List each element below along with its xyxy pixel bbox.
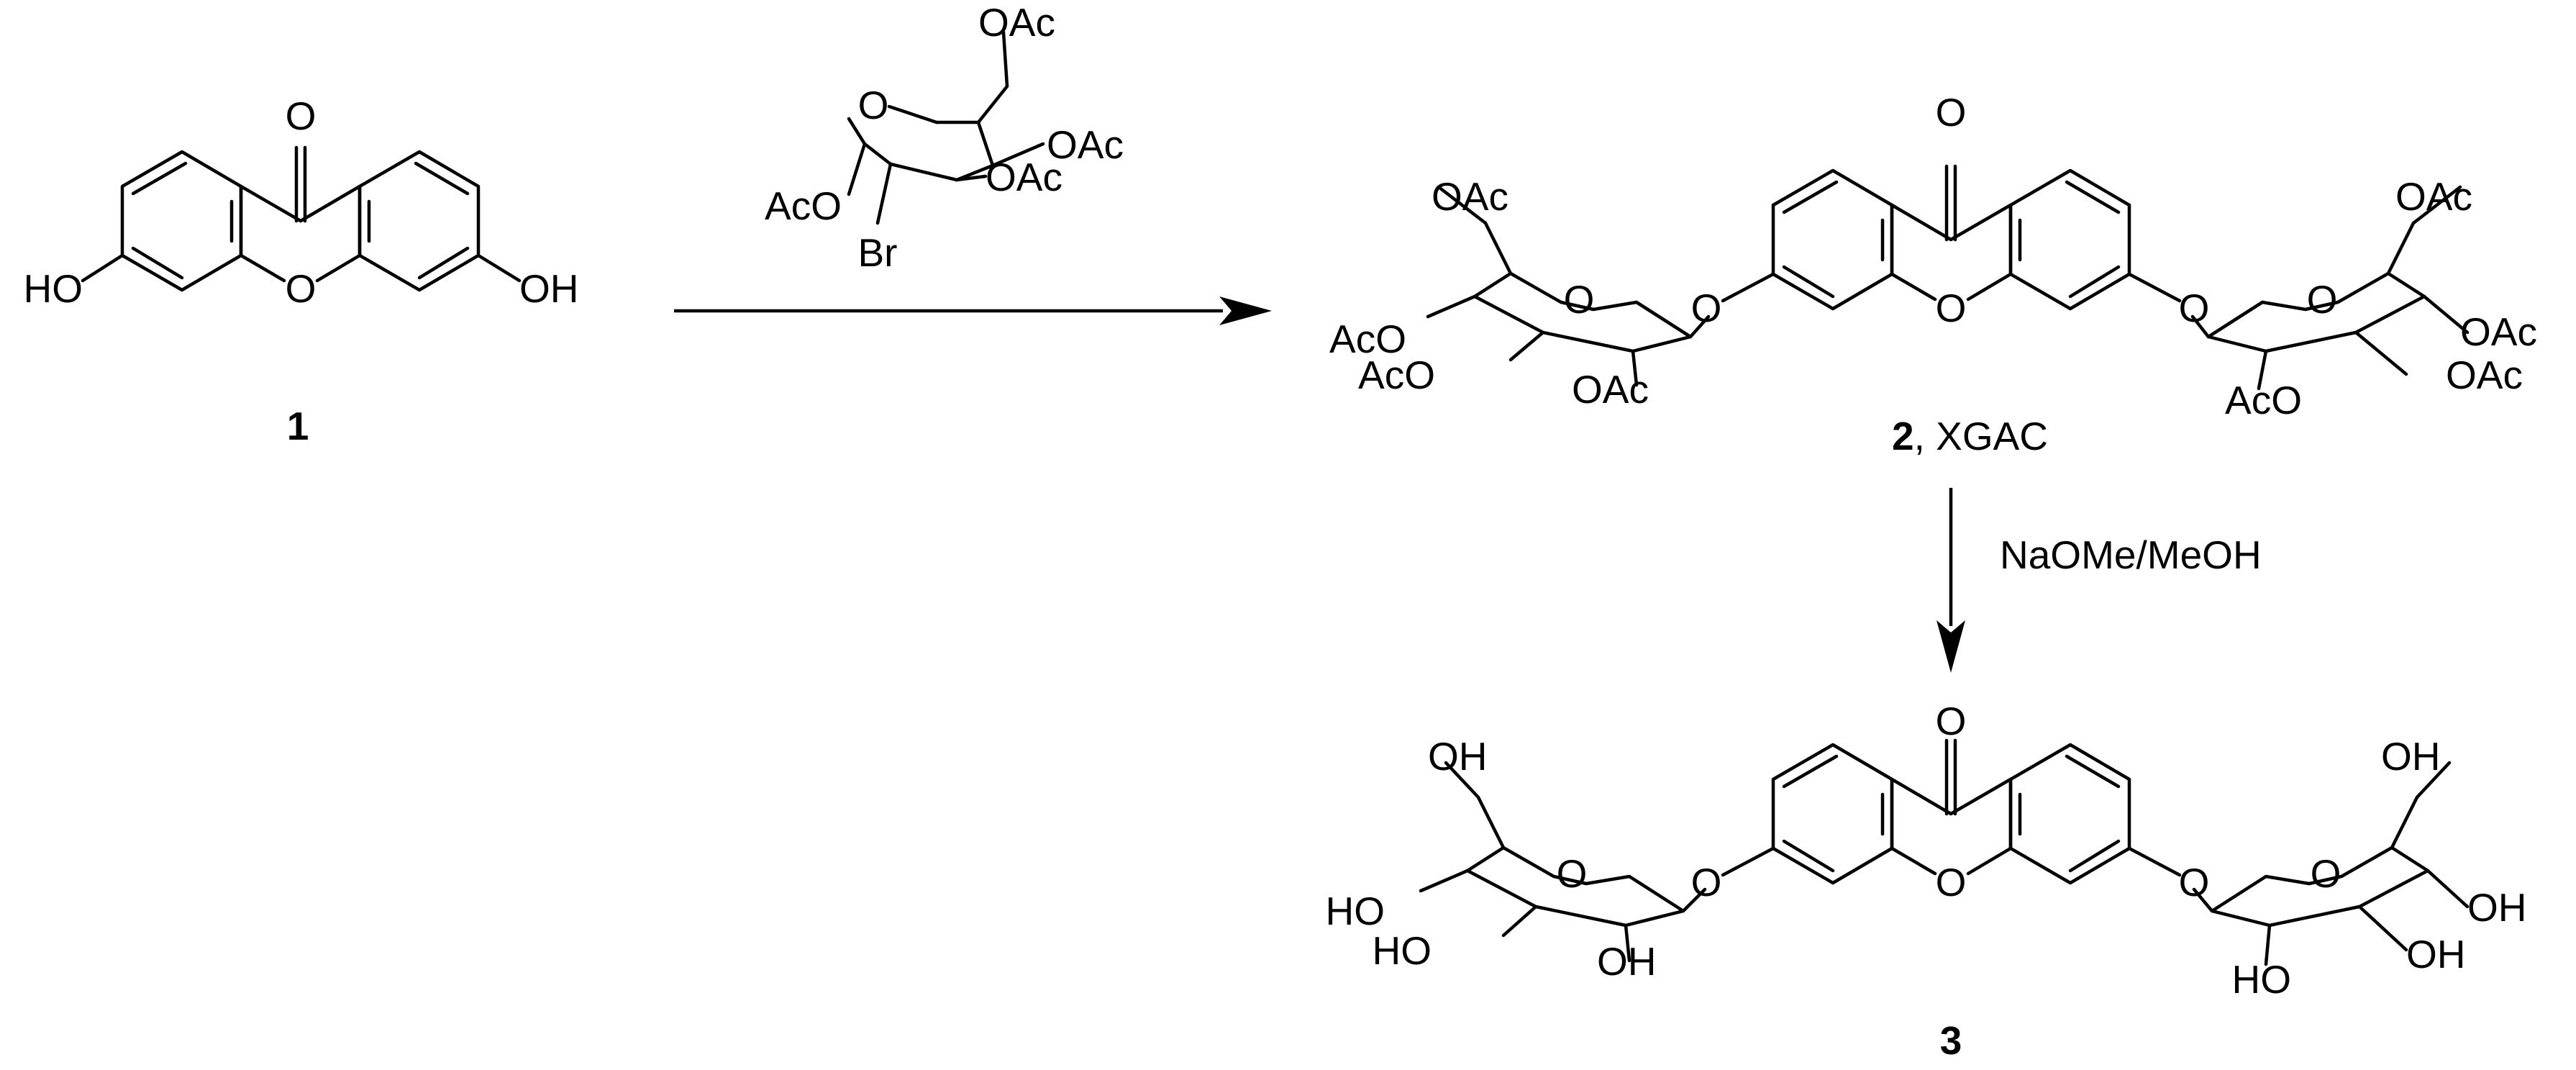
compound-2-structure: O O O O O O OAc AcO AcO OAc OAc OAc OAc … xyxy=(1329,90,2537,422)
c3-aryl-o-right: O xyxy=(2179,860,2210,904)
c3-sugar-o-left: O xyxy=(1557,851,1588,896)
c2-sugar-o-left: O xyxy=(1564,277,1595,322)
c2-oac-r4: OAc xyxy=(2460,309,2537,354)
step2-reagent: NaOMe/MeOH xyxy=(2000,532,2262,577)
c3-aryl-o-left: O xyxy=(1691,860,1722,904)
reaction-arrow-1 xyxy=(674,296,1272,325)
c2-carbonyl-o: O xyxy=(1936,90,1967,135)
c2-aryl-o-right: O xyxy=(2179,286,2210,330)
glycosyl-donor-structure: O OAc OAc OAc AcO Br xyxy=(765,0,1124,275)
c3-carbonyl-o: O xyxy=(1936,699,1967,743)
atom-ring-o-1: O xyxy=(286,266,317,311)
compound-2-number: 2 xyxy=(1892,414,1914,458)
c3-oh-r4: OH xyxy=(2467,885,2527,930)
compound-3-label: 3 xyxy=(1940,1018,1962,1063)
c3-oh-l6: OH xyxy=(1428,734,1488,779)
donor-oac-3: OAc xyxy=(986,155,1062,199)
c2-aco-l4: AcO xyxy=(1329,317,1406,361)
c2-oac-l2: OAc xyxy=(1572,367,1649,412)
atom-oh-1: OH xyxy=(519,266,579,311)
c2-aco-r2: AcO xyxy=(2225,378,2302,422)
donor-aco-2: AcO xyxy=(765,183,842,228)
atom-carbonyl-o-1: O xyxy=(286,94,317,138)
reaction-arrow-2 xyxy=(1936,488,1965,673)
donor-br: Br xyxy=(858,230,898,275)
c3-ring-o: O xyxy=(1936,860,1967,904)
compound-2-suffix: , XGAC xyxy=(1914,414,2048,458)
compound-1-label: 1 xyxy=(287,404,309,448)
c3-oh-r3: OH xyxy=(2406,932,2466,976)
c3-ho-l3: HO xyxy=(1373,928,1432,973)
c3-oh-l2: OH xyxy=(1597,939,1657,984)
compound-2-label: 2, XGAC xyxy=(1892,414,2048,458)
c2-sugar-o-right: O xyxy=(2307,277,2338,322)
donor-ring-o: O xyxy=(858,83,889,127)
c2-oac-r6: OAc xyxy=(2395,174,2472,219)
c3-ho-r2: HO xyxy=(2232,957,2292,1002)
compound-3-structure: O O O O O O OH HO HO OH OH OH OH HO xyxy=(1326,699,2527,1002)
c2-oac-l6: OAc xyxy=(1432,174,1508,219)
c2-aryl-o-left: O xyxy=(1691,286,1722,330)
compound-1-structure: O O HO OH xyxy=(24,94,579,311)
c2-aco-l3: AcO xyxy=(1358,353,1435,397)
donor-oac-4: OAc xyxy=(1047,122,1124,167)
c3-sugar-o-right: O xyxy=(2311,851,2341,896)
c2-ring-o: O xyxy=(1936,286,1967,330)
atom-ho-1: HO xyxy=(24,266,83,311)
c2-oac-r3: OAc xyxy=(2446,353,2523,397)
c3-ho-l4: HO xyxy=(1326,889,1385,933)
donor-oac-6: OAc xyxy=(978,0,1055,45)
c3-oh-r6: OH xyxy=(2381,734,2441,779)
